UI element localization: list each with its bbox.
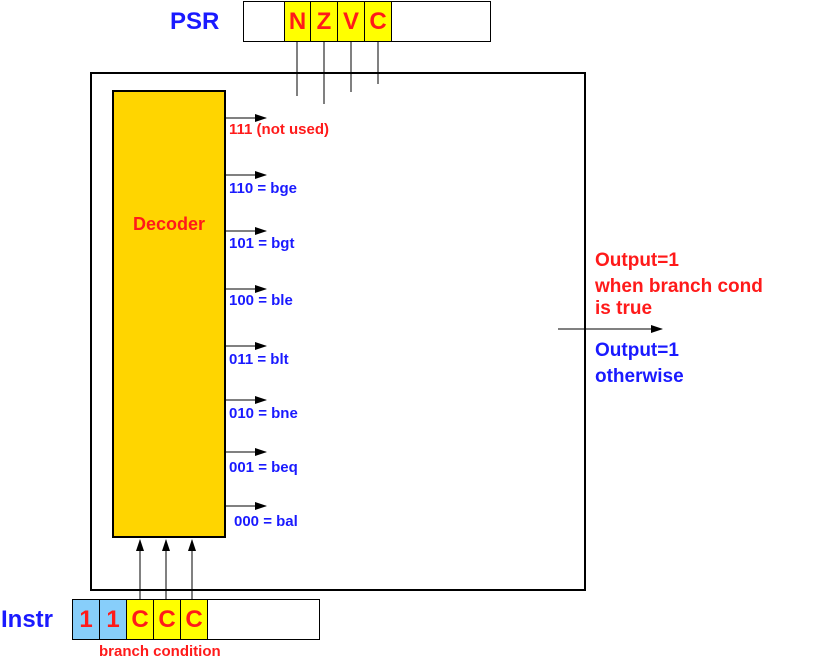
decoder-label: Decoder xyxy=(132,214,206,234)
output-true-line2: when branch cond xyxy=(595,276,763,297)
psr-bit-z: Z xyxy=(311,2,338,41)
output-true-line1: Output=1 xyxy=(595,250,679,271)
branch-condition-caption: branch condition xyxy=(99,643,221,660)
decoder-output-110: 110 = bge xyxy=(229,180,297,197)
decoder-output-111: 111 (not used) xyxy=(229,121,330,138)
psr-bit-c: C xyxy=(365,2,392,41)
output-false-line1: Output=1 xyxy=(595,340,679,361)
psr-register: N Z V C xyxy=(243,1,491,42)
decoder-output-101: 101 = bgt xyxy=(229,235,295,252)
output-false-line2: otherwise xyxy=(595,366,684,387)
decoder-output-000: 000 = bal xyxy=(234,513,298,530)
instr-bit: 1 xyxy=(100,600,127,639)
decoder-output-011: 011 = blt xyxy=(229,351,289,368)
instr-bit-cond: C xyxy=(154,600,181,639)
instr-label: Instr xyxy=(1,606,54,633)
decoder-output-010: 010 = bne xyxy=(229,405,298,422)
psr-bit-v: V xyxy=(338,2,365,41)
instr-bit-cond: C xyxy=(181,600,208,639)
condition-logic-box xyxy=(90,72,586,591)
decoder-output-100: 100 = ble xyxy=(229,292,293,309)
instr-bit: 1 xyxy=(73,600,100,639)
instr-bit-cond: C xyxy=(127,600,154,639)
psr-bit-n: N xyxy=(284,2,311,41)
psr-label: PSR xyxy=(170,8,220,35)
decoder-block: Decoder xyxy=(112,90,226,538)
instr-register: 1 1 C C C xyxy=(72,599,320,640)
output-true-line3: is true xyxy=(595,298,653,319)
decoder-output-001: 001 = beq xyxy=(229,459,298,476)
